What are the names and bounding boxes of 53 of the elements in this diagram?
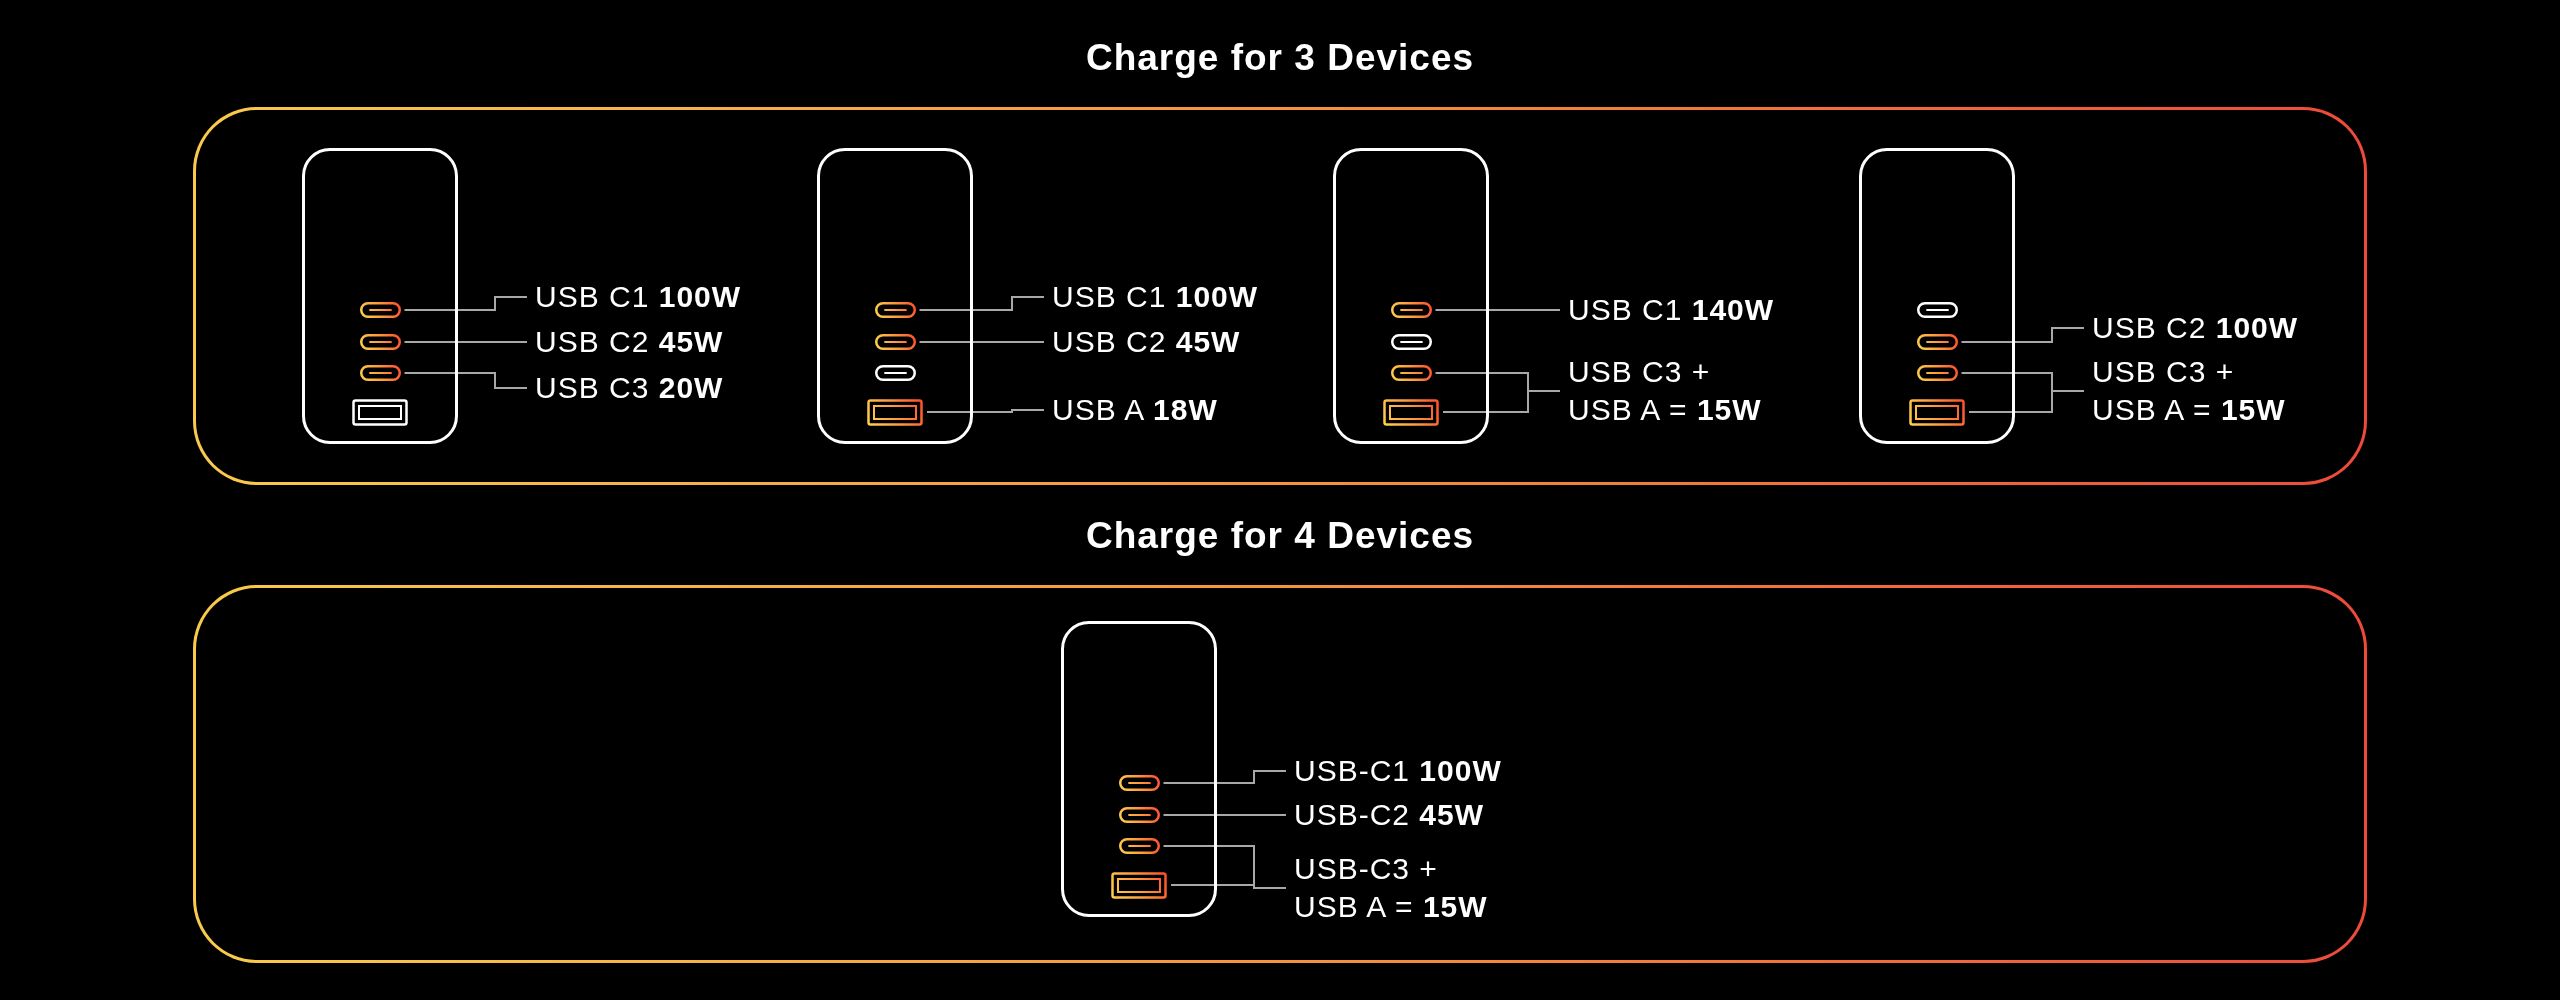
- usb-c-port-icon: [1916, 365, 1958, 381]
- usb-c-port-icon: [874, 302, 916, 318]
- port-label: USB C1 100W: [1044, 278, 1259, 316]
- usb-c-port-icon: [874, 334, 916, 350]
- leader-line: [1442, 390, 1561, 413]
- usb-c-port-icon: [1916, 334, 1958, 350]
- leader-line: [926, 409, 1045, 413]
- leader-line: [1960, 327, 2085, 343]
- usb-c-port-icon: [1118, 807, 1160, 823]
- port-label: USB C1 140W: [1560, 291, 1775, 329]
- port-label: USB C3 + USB A = 15W: [2084, 353, 2298, 429]
- usb-a-port-icon: [1383, 398, 1439, 426]
- charger-outline: [1061, 621, 1217, 917]
- section-heading: Charge for 4 Devices: [1085, 514, 1475, 558]
- usb-c-port-icon: [359, 365, 401, 381]
- leader-line: [1170, 884, 1287, 889]
- port-label: USB C2 100W: [2084, 309, 2299, 347]
- port-label: USB C3 20W: [527, 369, 724, 407]
- usb-c-port-icon: [1118, 838, 1160, 854]
- usb-a-port-icon: [867, 398, 923, 426]
- port-label: USB C2 45W: [527, 323, 724, 361]
- usb-c-port-icon: [1390, 365, 1432, 381]
- leader-line: [1968, 390, 2085, 413]
- section-heading: Charge for 3 Devices: [1085, 36, 1475, 80]
- usb-c-port-icon: [1390, 334, 1432, 350]
- leader-line: [918, 296, 1045, 311]
- leader-line: [918, 341, 1045, 343]
- port-label: USB A 18W: [1044, 391, 1218, 429]
- leader-line: [403, 341, 528, 343]
- usb-c-port-icon: [874, 365, 916, 381]
- charger-outline: [1859, 148, 2015, 444]
- port-label: USB-C1 100W: [1286, 752, 1502, 790]
- leader-line: [403, 372, 528, 389]
- leader-line: [1434, 309, 1561, 311]
- port-label: USB-C2 45W: [1286, 796, 1485, 834]
- usb-c-port-icon: [359, 302, 401, 318]
- usb-a-port-icon: [1909, 398, 1965, 426]
- leader-line: [403, 296, 528, 311]
- usb-c-port-icon: [1390, 302, 1432, 318]
- charger-outline: [1333, 148, 1489, 444]
- usb-c-port-icon: [1118, 775, 1160, 791]
- usb-c-port-icon: [359, 334, 401, 350]
- port-label: USB-C3 + USB A = 15W: [1286, 850, 1500, 926]
- leader-line: [1162, 770, 1287, 784]
- charger-outline: [817, 148, 973, 444]
- usb-a-port-icon: [1111, 871, 1167, 899]
- port-label: USB C3 + USB A = 15W: [1560, 353, 1774, 429]
- port-label: USB C1 100W: [527, 278, 742, 316]
- port-label: USB C2 45W: [1044, 323, 1241, 361]
- usb-a-port-icon: [352, 398, 408, 426]
- charger-outline: [302, 148, 458, 444]
- leader-line: [1162, 814, 1287, 816]
- usb-c-port-icon: [1916, 302, 1958, 318]
